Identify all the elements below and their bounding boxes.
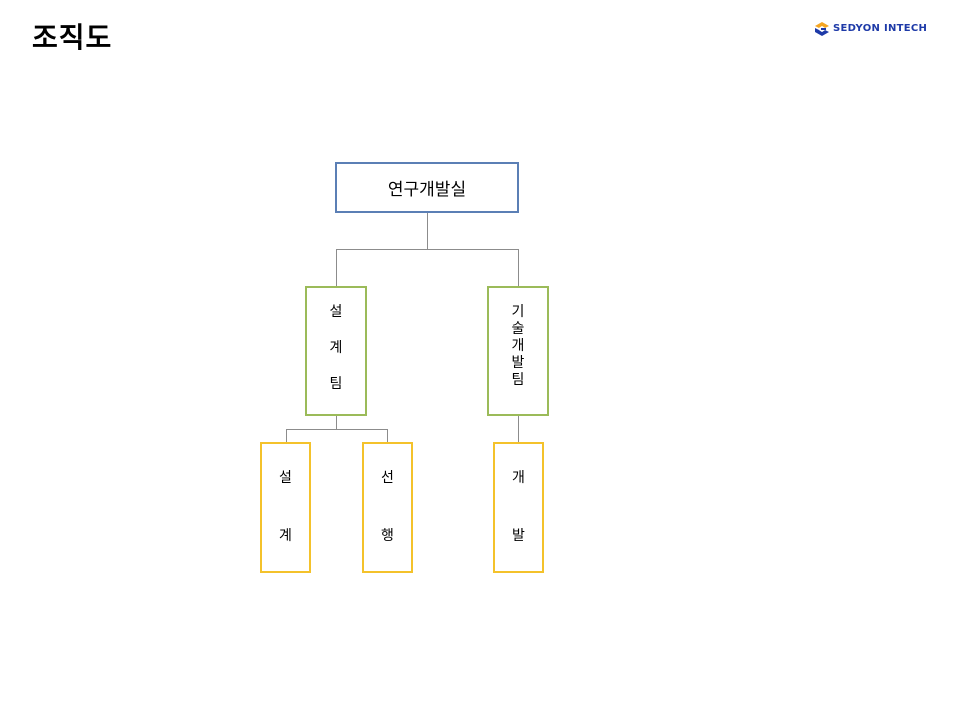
org-node-char: 개	[512, 470, 525, 486]
org-node-advance-unit: 선 행	[362, 442, 413, 573]
connector-teams-horizontal	[336, 249, 519, 250]
org-node-char: 계	[279, 528, 292, 544]
logo-text: SEDYON INTECH	[833, 22, 928, 34]
org-node-rnd-office: 연구개발실	[335, 162, 519, 213]
sedyon-logo-icon	[815, 21, 829, 36]
connector-to-team-design	[336, 249, 337, 286]
org-node-char: 기	[511, 304, 525, 320]
org-node-design-unit: 설 계	[260, 442, 311, 573]
org-node-char: 행	[381, 528, 394, 544]
connector-to-team-techdev	[518, 249, 519, 286]
connector-team-techdev-down	[518, 415, 519, 442]
connector-design-subs-horizontal	[286, 429, 388, 430]
org-node-char: 선	[381, 470, 394, 486]
connector-to-sub-advance	[387, 429, 388, 442]
org-node-label: 연구개발실	[387, 180, 467, 200]
connector-root-down	[427, 213, 428, 249]
org-node-char: 팀	[329, 376, 343, 392]
org-node-char: 설	[329, 304, 343, 320]
org-node-char: 발	[511, 355, 525, 371]
page-title: 조직도	[32, 21, 113, 54]
org-node-char: 팀	[511, 372, 525, 388]
connector-to-sub-design	[286, 429, 287, 442]
org-node-char: 발	[512, 528, 525, 544]
connector-team-design-down	[336, 415, 337, 429]
org-node-char: 설	[279, 470, 292, 486]
org-node-char: 계	[329, 340, 343, 356]
org-node-char: 개	[511, 338, 525, 354]
org-node-design-team: 설 계 팀	[305, 286, 367, 416]
org-node-char: 술	[511, 321, 525, 337]
org-node-techdev-team: 기 술 개 발 팀	[487, 286, 549, 416]
company-logo: SEDYON INTECH	[815, 20, 927, 36]
org-node-dev-unit: 개 발	[493, 442, 544, 573]
